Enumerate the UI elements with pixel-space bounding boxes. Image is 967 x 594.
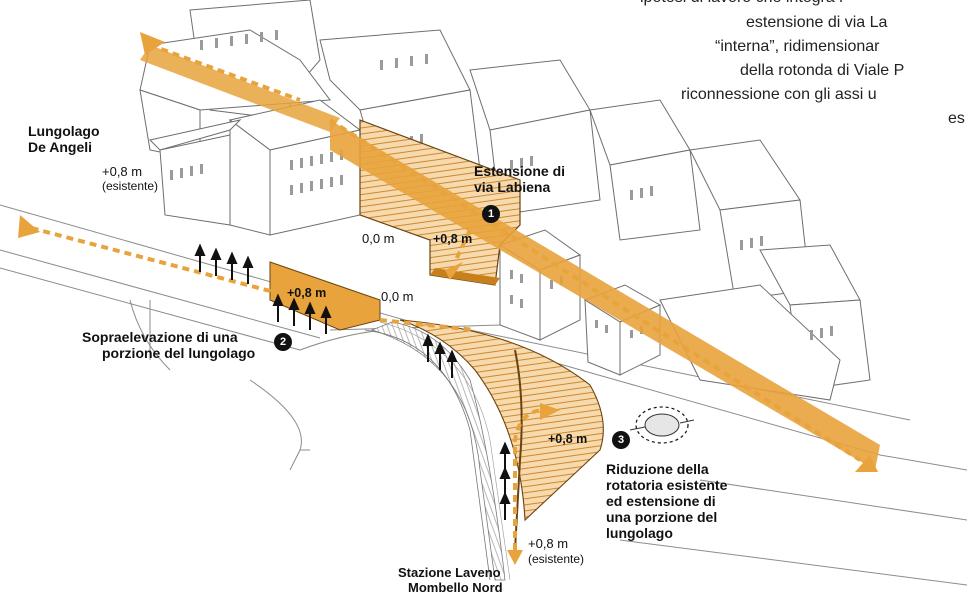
- description-line-4: della rotonda di Viale P: [740, 62, 905, 79]
- lungolago-label-1: Lungolago: [28, 123, 100, 139]
- lungolago-level-2: (esistente): [102, 179, 159, 193]
- area-3-title-4: una porzione del: [606, 509, 718, 525]
- area-2-title-1: Sopraelevazione di una: [82, 329, 238, 345]
- street-band-top: [140, 45, 340, 132]
- area-3-level: +0,8 m: [548, 432, 588, 446]
- station-label-2: Mombello Nord: [408, 580, 503, 594]
- description-line-5: riconnessione con gli assi u: [681, 86, 877, 103]
- station-level-1: +0,8 m: [528, 536, 569, 551]
- area-3-title-3: ed estensione di: [606, 493, 716, 509]
- badge-2: 2: [274, 333, 292, 351]
- building-windows: [170, 30, 833, 340]
- roundabout-icon: [629, 406, 695, 444]
- quay-edge-2: [379, 321, 511, 581]
- area-2-title-2: porzione del lungolago: [102, 345, 256, 361]
- station-level-2: (esistente): [528, 552, 585, 566]
- area-1-level: +0,8 m: [433, 232, 473, 246]
- area-3-title-2: rotatoria esistente: [606, 477, 728, 493]
- level-change-arrow-icon: [194, 243, 511, 520]
- zero-level-a: 0,0 m: [362, 231, 395, 246]
- area-1-title-2: via Labiena: [474, 179, 551, 195]
- zero-level-b: 0,0 m: [381, 289, 414, 304]
- area-3-title-1: Riduzione della: [606, 461, 709, 477]
- badge-1: 1: [482, 205, 500, 223]
- buildings: [139, 0, 871, 401]
- quay-edge: [364, 329, 491, 581]
- area-3-fill: [399, 319, 604, 522]
- lungolago-label-2: De Angeli: [28, 139, 93, 155]
- description-line-6: es: [948, 110, 965, 127]
- badge-3: 3: [612, 431, 630, 449]
- area-3-title-5: lungolago: [606, 525, 673, 541]
- area-2-fill: [269, 261, 381, 331]
- description-line-1: ipotesi di lavoro che integra l: [640, 0, 843, 9]
- area-3-edge: [514, 349, 523, 551]
- description-line-2: estensione di via La: [746, 14, 888, 31]
- area-2-level: +0,8 m: [287, 286, 327, 300]
- lungolago-level-1: +0,8 m: [102, 164, 143, 179]
- arrow-heads: [18, 32, 878, 565]
- description-line-3: “interna”, ridimensionar: [715, 38, 880, 55]
- station-label-1: Stazione Laveno: [398, 565, 501, 580]
- area-1-title-1: Estensione di: [474, 163, 566, 179]
- movement-arrows: [19, 43, 862, 550]
